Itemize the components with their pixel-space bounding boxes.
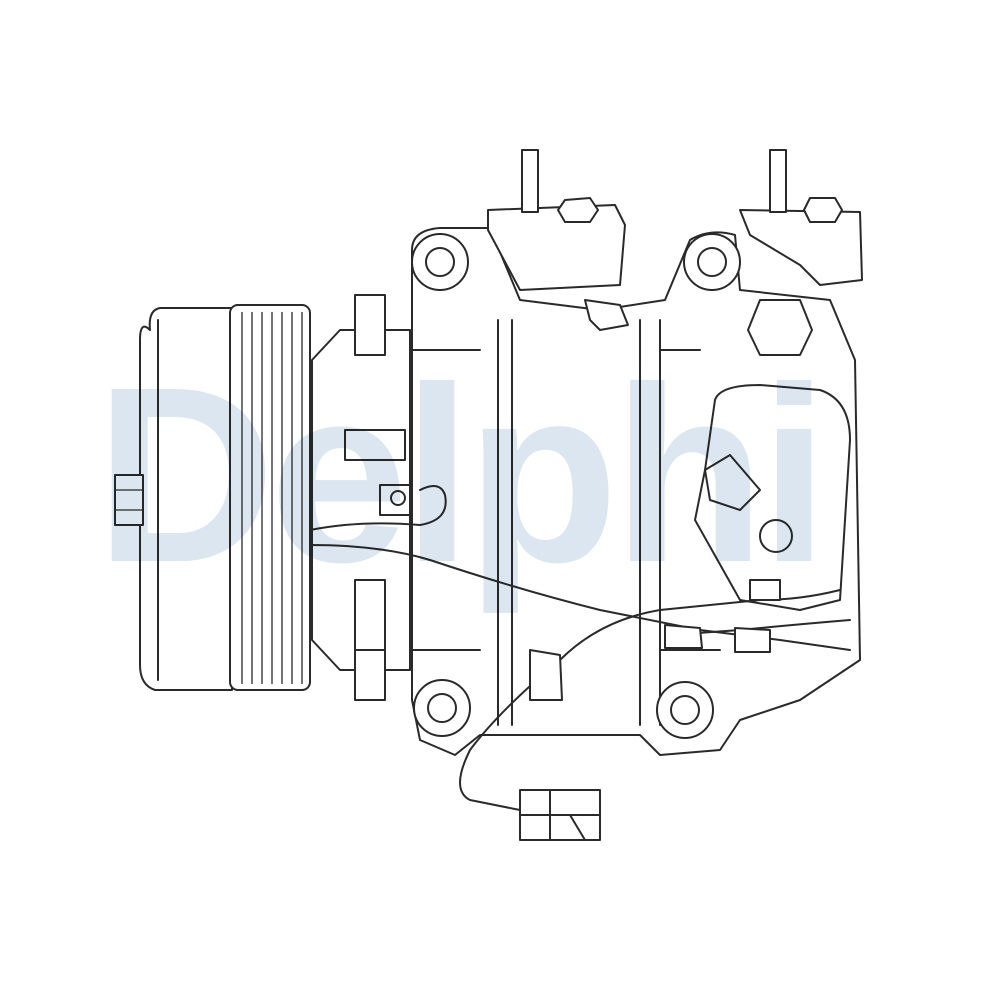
center-bolt: [114, 474, 144, 526]
wire-harness: [309, 484, 851, 811]
mounting-ears: [411, 233, 741, 739]
discharge-fitting: [739, 149, 863, 356]
control-valve: [694, 384, 851, 611]
clutch-housing: [311, 294, 411, 701]
suction-fitting: [487, 149, 629, 331]
electrical-connector: [519, 789, 601, 841]
compressor-body: [411, 227, 861, 756]
pulley: [229, 304, 311, 691]
clutch-plate: [114, 307, 233, 691]
